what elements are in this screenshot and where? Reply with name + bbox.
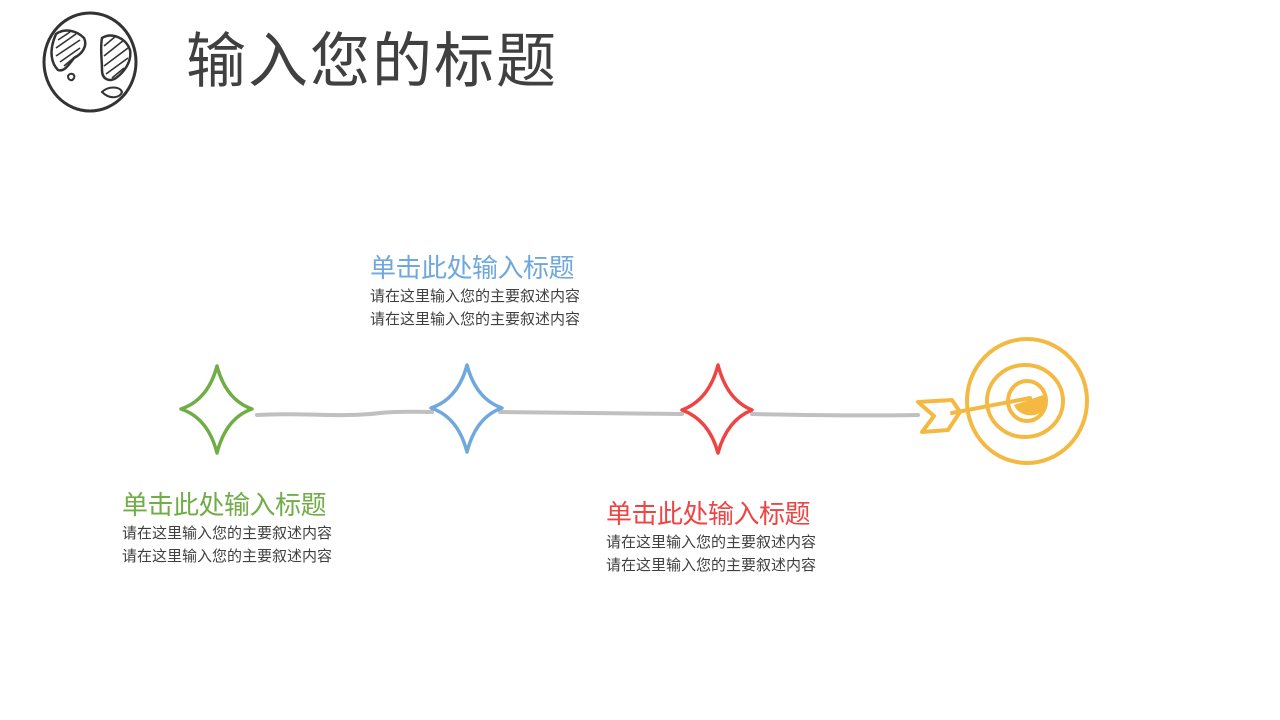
connector-line bbox=[750, 412, 920, 418]
connector-line bbox=[255, 409, 434, 418]
step-3-text: 单击此处输入标题 请在这里输入您的主要叙述内容 请在这里输入您的主要叙述内容 bbox=[606, 499, 816, 577]
step-description-line: 请在这里输入您的主要叙述内容 bbox=[606, 533, 817, 551]
step-title: 单击此处输入标题 bbox=[122, 491, 327, 521]
four-point-star-icon bbox=[429, 363, 504, 454]
step-description-line: 请在这里输入您的主要叙述内容 bbox=[370, 287, 581, 305]
connector-line bbox=[498, 410, 684, 416]
target-with-arrow-icon bbox=[916, 337, 1089, 465]
four-point-star-icon bbox=[680, 363, 754, 455]
page-title: 输入您的标题 bbox=[186, 27, 558, 97]
four-point-star-icon bbox=[179, 364, 254, 455]
step-description-line: 请在这里输入您的主要叙述内容 bbox=[122, 524, 333, 542]
step-title: 单击此处输入标题 bbox=[606, 500, 811, 530]
step-1-text: 单击此处输入标题 请在这里输入您的主要叙述内容 请在这里输入您的主要叙述内容 bbox=[122, 490, 332, 568]
step-title: 单击此处输入标题 bbox=[370, 254, 575, 284]
step-description-line: 请在这里输入您的主要叙述内容 bbox=[370, 310, 581, 328]
step-2-text: 单击此处输入标题 请在这里输入您的主要叙述内容 请在这里输入您的主要叙述内容 bbox=[370, 253, 580, 331]
step-description-line: 请在这里输入您的主要叙述内容 bbox=[606, 556, 817, 574]
step-description-line: 请在这里输入您的主要叙述内容 bbox=[122, 547, 333, 565]
globe-icon bbox=[42, 11, 138, 113]
